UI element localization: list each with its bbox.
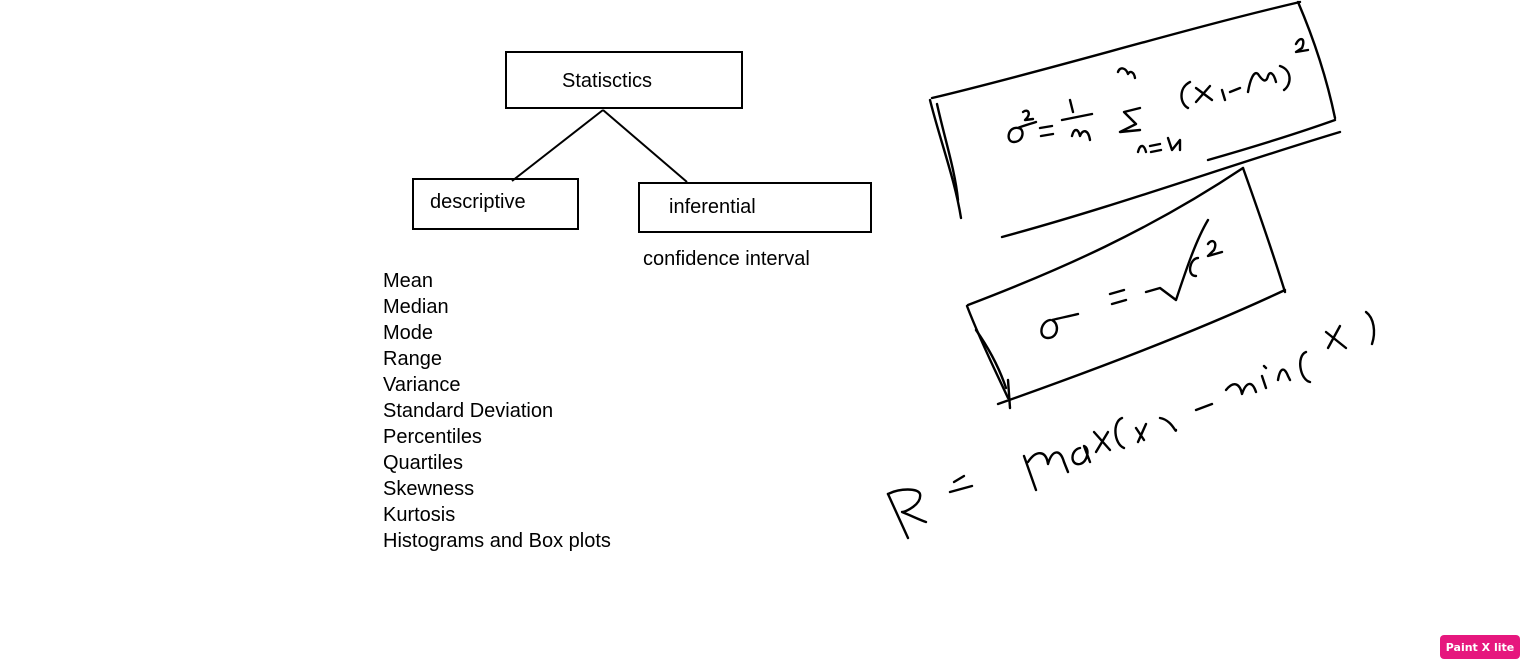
descriptive-item: Quartiles xyxy=(383,452,464,474)
paint-x-lite-watermark: Paint X lite xyxy=(1440,635,1520,659)
descriptive-items-list: Mean Median Mode Range Variance Standard… xyxy=(383,268,611,554)
descriptive-item: Skewness xyxy=(383,478,475,500)
descriptive-item: Standard Deviation xyxy=(383,400,554,422)
descriptive-item: Mean xyxy=(383,270,434,292)
range-formula xyxy=(886,310,1376,540)
descriptive-item: Kurtosis xyxy=(383,504,456,526)
inferential-node[interactable]: inferential xyxy=(638,182,872,233)
std-dev-formula-box xyxy=(965,166,1287,410)
descriptive-node-label: descriptive xyxy=(430,191,526,213)
descriptive-item: Variance xyxy=(383,374,461,396)
std-dev-formula xyxy=(1040,218,1224,340)
variance-formula-box xyxy=(928,0,1342,239)
connector-to-descriptive xyxy=(511,109,604,182)
descriptive-item: Median xyxy=(383,296,449,318)
inferential-item: confidence interval xyxy=(643,248,810,270)
statistics-node[interactable]: Statisctics xyxy=(505,51,743,109)
connector-to-inferential xyxy=(602,109,688,183)
descriptive-item: Histograms and Box plots xyxy=(383,530,611,552)
inferential-node-label: inferential xyxy=(669,196,756,218)
descriptive-item: Percentiles xyxy=(383,426,482,448)
descriptive-item: Range xyxy=(383,348,442,370)
statistics-node-label: Statisctics xyxy=(562,70,653,92)
descriptive-item: Mode xyxy=(383,322,434,344)
variance-formula xyxy=(1007,37,1310,154)
descriptive-node[interactable]: descriptive xyxy=(412,178,579,230)
